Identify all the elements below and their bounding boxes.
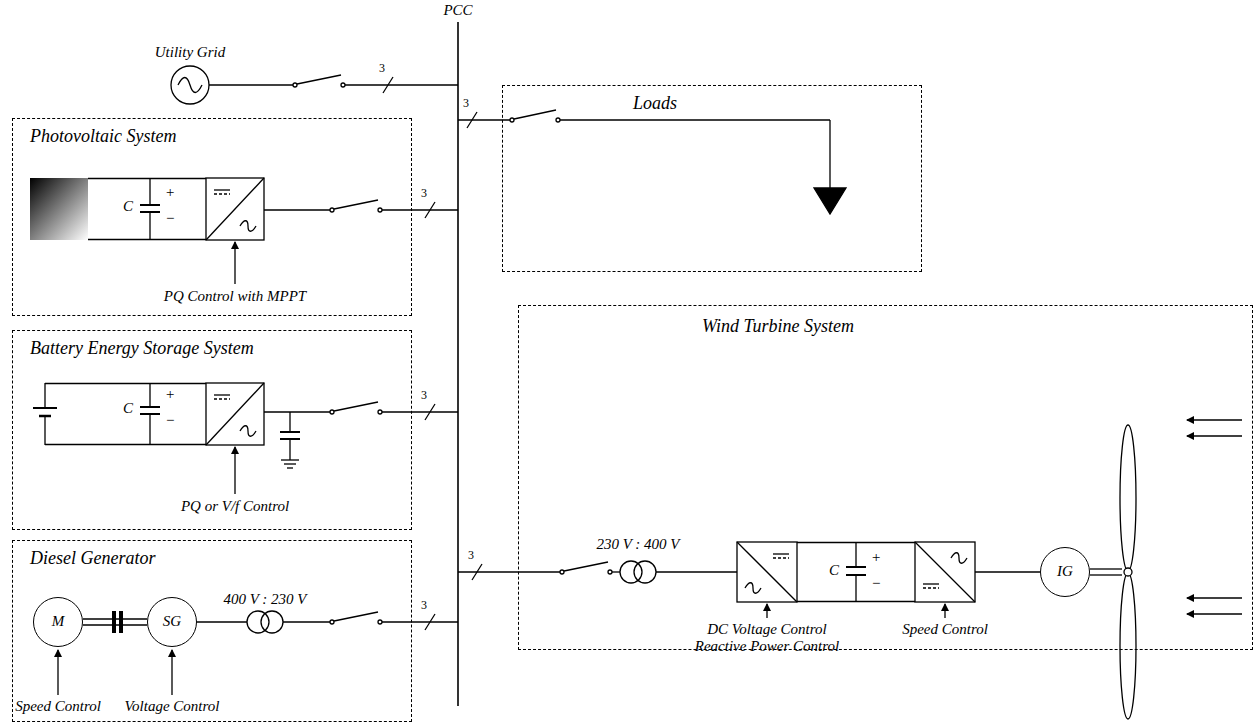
phase-count: 3 (468, 549, 474, 563)
load-group: Loads (502, 85, 922, 272)
machine-label: IG (1057, 563, 1073, 580)
switch-symbol (330, 200, 382, 212)
polarity-mark: + (165, 386, 175, 403)
switch-symbol (560, 562, 612, 574)
induction-generator: IG (1040, 547, 1090, 597)
pv-system-group: Photovoltaic SystemC + − PQ Control with MP… (12, 118, 412, 316)
bus-label: PCC (443, 2, 472, 19)
phase-count: 3 (421, 599, 427, 613)
phase-count: 3 (379, 62, 385, 76)
three-phase-slash (383, 77, 393, 93)
capacitor-label: C (123, 198, 133, 215)
ground-symbol (281, 459, 299, 460)
control-label: PQ Control with MPPT (164, 288, 306, 305)
control-label: PQ or V/f Control (181, 498, 289, 515)
three-phase-slash (472, 564, 482, 580)
converter-symbol (915, 542, 975, 602)
wind-system-group: Wind Turbine System230 V : 400 VC+−DC Vo… (518, 305, 1253, 650)
control-arrow (944, 604, 945, 618)
converter-symbol (206, 383, 264, 445)
ac-source (171, 66, 209, 104)
shaft-connector (83, 619, 147, 625)
phase-count: 3 (463, 97, 469, 111)
three-phase-slash (425, 614, 435, 630)
wind-arrow (1187, 419, 1242, 420)
turbine-blade (1120, 573, 1136, 719)
capacitor-label: C (829, 562, 839, 579)
transformer-symbol (620, 561, 642, 583)
polarity-mark: + (165, 184, 175, 201)
polarity-mark: − (165, 210, 175, 227)
three-phase-slash (425, 202, 435, 218)
phase-count: 3 (421, 389, 427, 403)
sine-symbol (178, 78, 202, 93)
shaft-coupling (112, 611, 116, 633)
control-label: Speed Control (15, 698, 101, 715)
converter-symbol (206, 178, 264, 240)
control-label: Speed Control (902, 621, 988, 638)
polarity-mark: + (871, 549, 881, 566)
source-label: Utility Grid (155, 44, 225, 61)
three-phase-slash (467, 112, 477, 128)
polarity-mark: − (165, 412, 175, 429)
switch-symbol (510, 110, 560, 122)
wind-arrow (1187, 435, 1242, 436)
control-arrow (234, 242, 235, 284)
pv-panel (30, 178, 88, 240)
wind-arrow (1187, 597, 1242, 598)
synchronous-generator: SG (147, 597, 197, 647)
control-arrow (766, 604, 767, 618)
diesel-group: Diesel Generator 400 V : 230 V Speed Contr… (12, 540, 412, 722)
converter-symbol (737, 542, 797, 602)
machine-label: SG (163, 613, 181, 630)
bess-group: Battery Energy Storage SystemC + − PQ or V/… (12, 330, 412, 530)
phase-count: 3 (421, 187, 427, 201)
control-arrow (57, 650, 58, 695)
pcc-bus (457, 22, 459, 706)
group-title: Photovoltaic System (30, 126, 176, 147)
switch-symbol (293, 75, 345, 87)
wind-arrow (1187, 613, 1242, 614)
three-phase-slash (425, 404, 435, 420)
group-title: Diesel Generator (30, 548, 155, 569)
control-arrow (234, 447, 235, 494)
control-label: DC Voltage Control Reactive Power Contro… (681, 621, 853, 656)
load-symbol (814, 188, 846, 214)
group-title: Battery Energy Storage System (30, 338, 254, 359)
turbine-blade (1120, 425, 1136, 571)
transformer-symbol (247, 611, 269, 633)
group-title: Loads (633, 93, 677, 114)
polarity-mark: − (871, 575, 881, 592)
control-arrow (171, 650, 172, 695)
transformer-ratio: 230 V : 400 V (596, 536, 679, 553)
switch-symbol (330, 612, 382, 624)
diesel-motor: M (33, 597, 83, 647)
control-label: Voltage Control (125, 698, 220, 715)
battery-symbol (33, 407, 57, 409)
machine-label: M (52, 613, 65, 630)
transformer-ratio: 400 V : 230 V (223, 591, 306, 608)
group-title: Wind Turbine System (702, 316, 854, 337)
capacitor-label: C (123, 400, 133, 417)
switch-symbol (330, 402, 382, 414)
